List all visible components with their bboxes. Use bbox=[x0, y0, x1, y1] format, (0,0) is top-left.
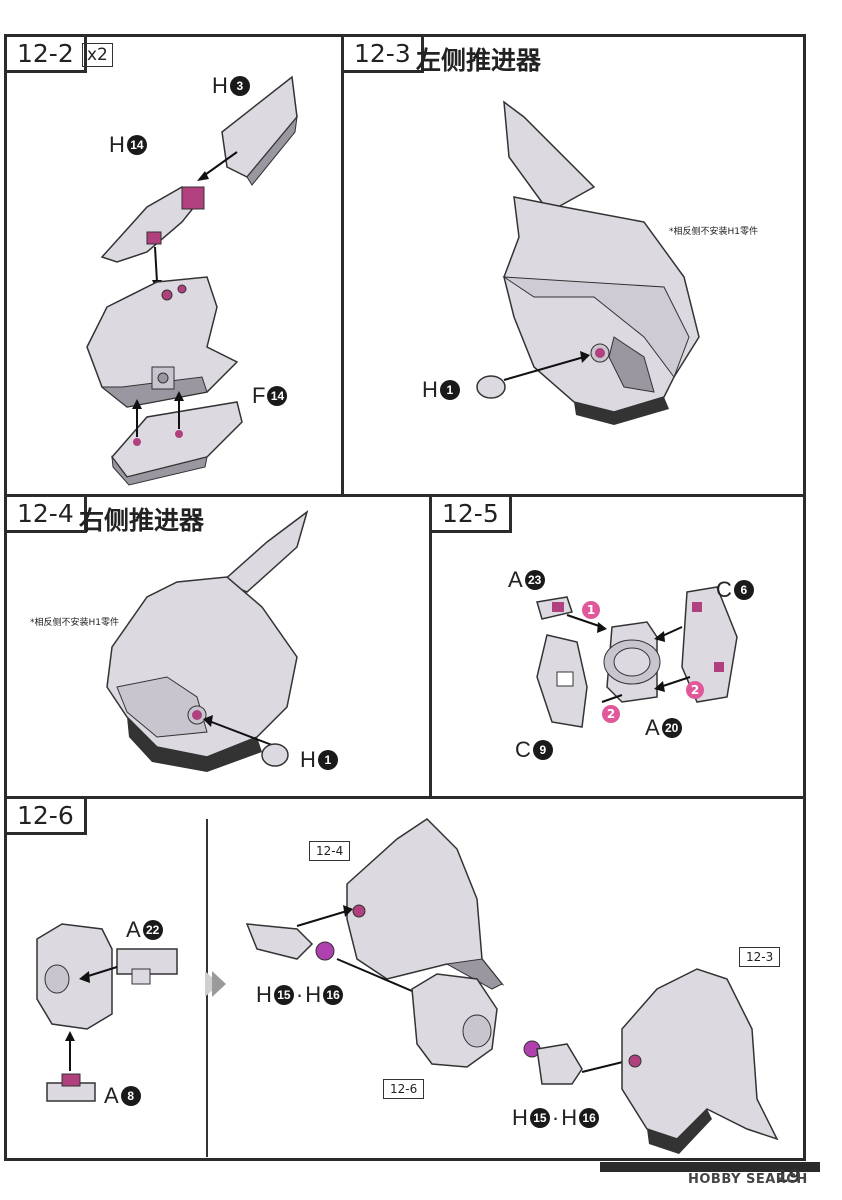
assembly-note: *相反侧不安装H1零件 bbox=[30, 618, 119, 628]
marker-1: 1 bbox=[582, 601, 600, 619]
part-drawing-12-2 bbox=[86, 75, 298, 486]
part-drawing-12-5 bbox=[536, 586, 738, 728]
step-number: 12-6 bbox=[7, 799, 87, 835]
part-drawing-12-4 bbox=[106, 510, 309, 772]
transition-arrow bbox=[205, 971, 226, 997]
step-number: 12-5 bbox=[432, 497, 512, 533]
marker-2: 2 bbox=[686, 681, 704, 699]
step-number: 12-2 bbox=[7, 37, 87, 73]
quantity-badge: x2 bbox=[82, 43, 113, 67]
part-drawing-12-6 bbox=[36, 818, 779, 1154]
step-title: 左侧推进器 bbox=[416, 46, 542, 75]
step-title: 右侧推进器 bbox=[79, 506, 205, 535]
reference-box-12-3: 12-3 bbox=[739, 947, 781, 967]
reference-box-12-4: 12-4 bbox=[309, 841, 351, 861]
assembly-note: *相反侧不安装H1零件 bbox=[669, 227, 758, 237]
marker-2: 2 bbox=[602, 705, 620, 723]
part-drawing-12-3 bbox=[476, 100, 700, 425]
step-number: 12-4 bbox=[7, 497, 87, 533]
footer-bar bbox=[600, 1162, 820, 1172]
reference-box-12-6: 12-6 bbox=[383, 1079, 425, 1099]
watermark: HOBBY SEARCH bbox=[688, 1172, 808, 1187]
step-number: 12-3 bbox=[344, 37, 424, 73]
step-12-6-panel: 12-6 12- bbox=[4, 796, 806, 1161]
page-number: 19 bbox=[776, 1166, 802, 1187]
